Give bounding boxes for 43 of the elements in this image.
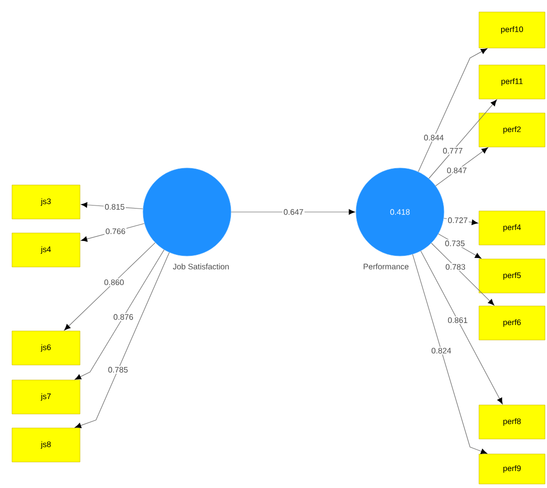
arrow [420, 250, 503, 404]
indicator-box: perf11 [478, 64, 546, 100]
edge-label: 0.766 [104, 227, 126, 236]
arrow [435, 148, 488, 186]
arrow [443, 218, 478, 226]
arrow [438, 234, 482, 259]
edge-label: 0.861 [446, 316, 469, 324]
edge-label: 0.876 [112, 313, 134, 321]
edge-label: 0.727 [446, 216, 469, 224]
arrow [74, 252, 170, 428]
edge-label: 0.847 [446, 166, 468, 174]
indicator-box: perf8 [478, 404, 546, 440]
arrow [428, 100, 497, 179]
indicator-box: js4 [12, 232, 80, 268]
indicator-box: perf9 [478, 454, 546, 484]
arrow [230, 209, 355, 215]
indicator-box: perf6 [478, 306, 546, 340]
node-label: Job Satisfaction [172, 264, 229, 270]
edge-label: 0.785 [106, 366, 129, 374]
arrow [74, 249, 164, 380]
node-label: Performance [364, 264, 409, 270]
edge-label: 0.860 [103, 278, 126, 286]
arrow [418, 48, 488, 172]
edge-label: 0.824 [430, 346, 452, 354]
indicator-box: perf10 [478, 12, 546, 48]
indicator-box: perf2 [478, 112, 546, 148]
arrow [431, 242, 494, 306]
edge-label: 0.844 [422, 134, 445, 142]
edge-label: 0.815 [104, 203, 126, 211]
indicator-box: js7 [12, 380, 80, 414]
indicator-box: js8 [12, 428, 80, 462]
arrow [81, 202, 144, 210]
edge-label: 0.777 [442, 146, 464, 155]
arrow [64, 242, 156, 330]
indicator-box: js6 [12, 330, 80, 366]
arrow [80, 223, 145, 242]
indicator-box: perf5 [478, 258, 546, 294]
edge-label: 0.735 [444, 240, 466, 248]
indicator-box: js3 [12, 184, 80, 220]
edge-label: 0.647 [282, 208, 304, 216]
indicator-box: perf4 [478, 210, 546, 246]
edge-label: 0.783 [444, 263, 466, 271]
arrow [412, 254, 488, 454]
